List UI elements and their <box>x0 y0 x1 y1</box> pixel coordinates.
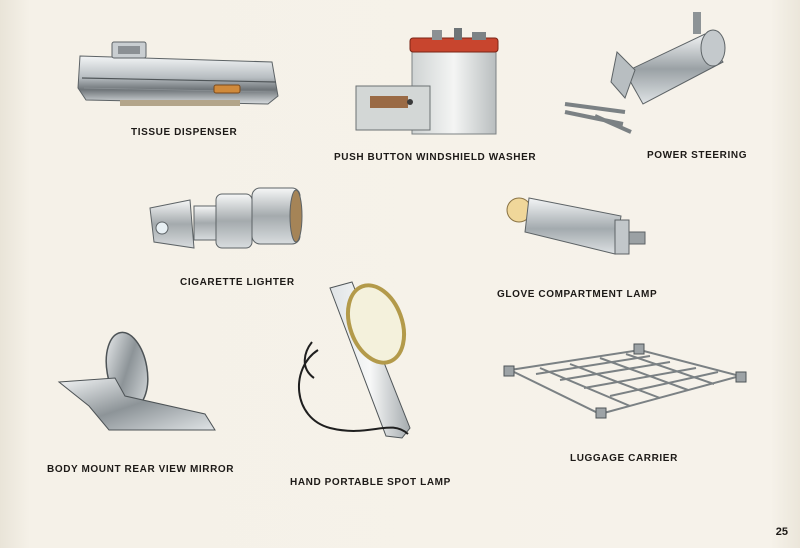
caption-tissue-dispenser: TISSUE DISPENSER <box>131 127 238 138</box>
rear-view-mirror-illustration <box>57 331 216 431</box>
caption-power-steering: POWER STEERING <box>647 150 748 161</box>
page-number: 25 <box>775 526 788 538</box>
caption-windshield-washer: PUSH BUTTON WINDSHIELD WASHER <box>334 152 537 163</box>
caption-cigarette-lighter: CIGARETTE LIGHTER <box>180 277 295 288</box>
caption-spot-lamp: HAND PORTABLE SPOT LAMP <box>290 477 451 488</box>
tissue-dispenser-illustration <box>77 41 279 106</box>
cigarette-lighter-illustration <box>149 187 303 249</box>
caption-luggage-carrier: LUGGAGE CARRIER <box>570 453 678 464</box>
caption-rear-view-mirror: BODY MOUNT REAR VIEW MIRROR <box>47 464 235 475</box>
spot-lamp-illustration <box>298 281 411 439</box>
glove-compartment-lamp-illustration <box>506 197 646 255</box>
windshield-washer-illustration <box>355 28 499 135</box>
caption-glove-compartment-lamp: GLOVE COMPARTMENT LAMP <box>497 289 658 300</box>
luggage-carrier-illustration <box>503 343 747 419</box>
power-steering-illustration <box>564 12 726 134</box>
